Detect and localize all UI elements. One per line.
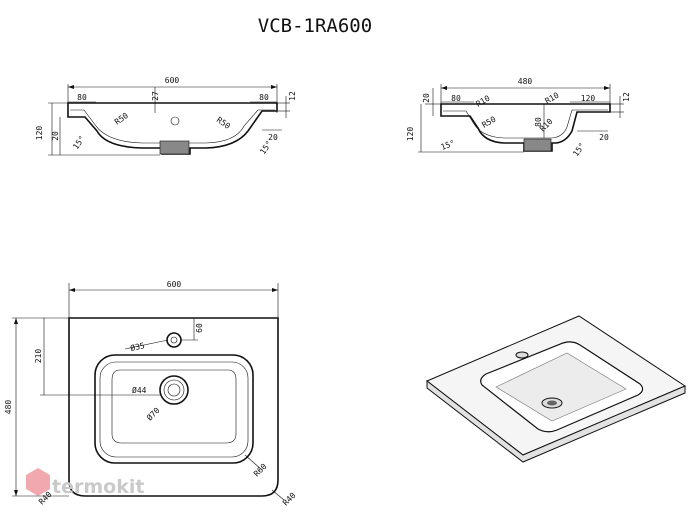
short-angle-right: 15° [571,141,587,158]
plan-bowl-corner-label: R60 [252,462,269,479]
short-slab-label: 12 [622,92,631,102]
long-left-flat-label: 80 [77,93,87,102]
short-left-flat-label: 80 [451,94,461,103]
short-profile [440,103,611,152]
long-height-label: 120 [35,126,44,141]
long-right-inner-label: 20 [268,133,278,142]
plan-view: 600 480 210 60 Ø35 Ø44 Ø70 R60 [4,280,298,507]
plan-tap-offset-label: 60 [195,323,204,333]
plan-outer-corner-label: R40 [281,491,298,508]
drain [159,375,189,405]
plan-bowl-outline [94,354,254,464]
short-height-label: 120 [406,127,415,142]
long-radius-left: R50 [113,111,130,127]
plan-drain-inner-label: Ø44 [132,385,147,395]
long-angle-left: 15° [71,134,87,151]
short-left-top-label: 20 [422,93,431,103]
long-hole-offset-label: 27 [151,91,160,101]
short-width-label: 480 [518,77,533,86]
section-short-view: 480 80 120 12 120 20 80 R10 R10 R50 R10 … [406,77,631,158]
short-radius-bowl: R50 [481,115,498,130]
long-left-inner-label: 20 [51,131,60,141]
short-angle-left: 15° [440,138,457,151]
tap-hole [166,332,182,348]
short-radius-top-left: R10 [475,94,492,109]
plan-depth-label: 480 [4,400,13,415]
long-profile [67,102,278,155]
short-right-inner-label: 20 [599,133,609,142]
plan-width-label: 600 [167,280,182,289]
short-right-flat-label: 120 [581,94,596,103]
plan-bowl-offset-label: 210 [34,349,43,364]
plan-drain-outer-label: Ø70 [144,405,161,422]
long-slab-label: 12 [288,91,297,101]
short-depth-label: 80 [534,117,543,127]
watermark: termokit [26,468,144,498]
long-width-label: 600 [165,76,180,85]
watermark-text: termokit [52,476,144,498]
model-title: VCB-1RA600 [258,15,372,37]
isometric-render [426,315,687,463]
watermark-logo-icon [26,468,50,496]
long-radius-right: R50 [215,115,232,131]
section-long-view: 600 80 80 27 12 120 20 R50 R50 15° 15° 2… [35,76,297,156]
long-right-flat-label: 80 [259,93,269,102]
plan-tap-dia-label: Ø35 [129,340,145,353]
plan-slab-outline [68,317,279,497]
